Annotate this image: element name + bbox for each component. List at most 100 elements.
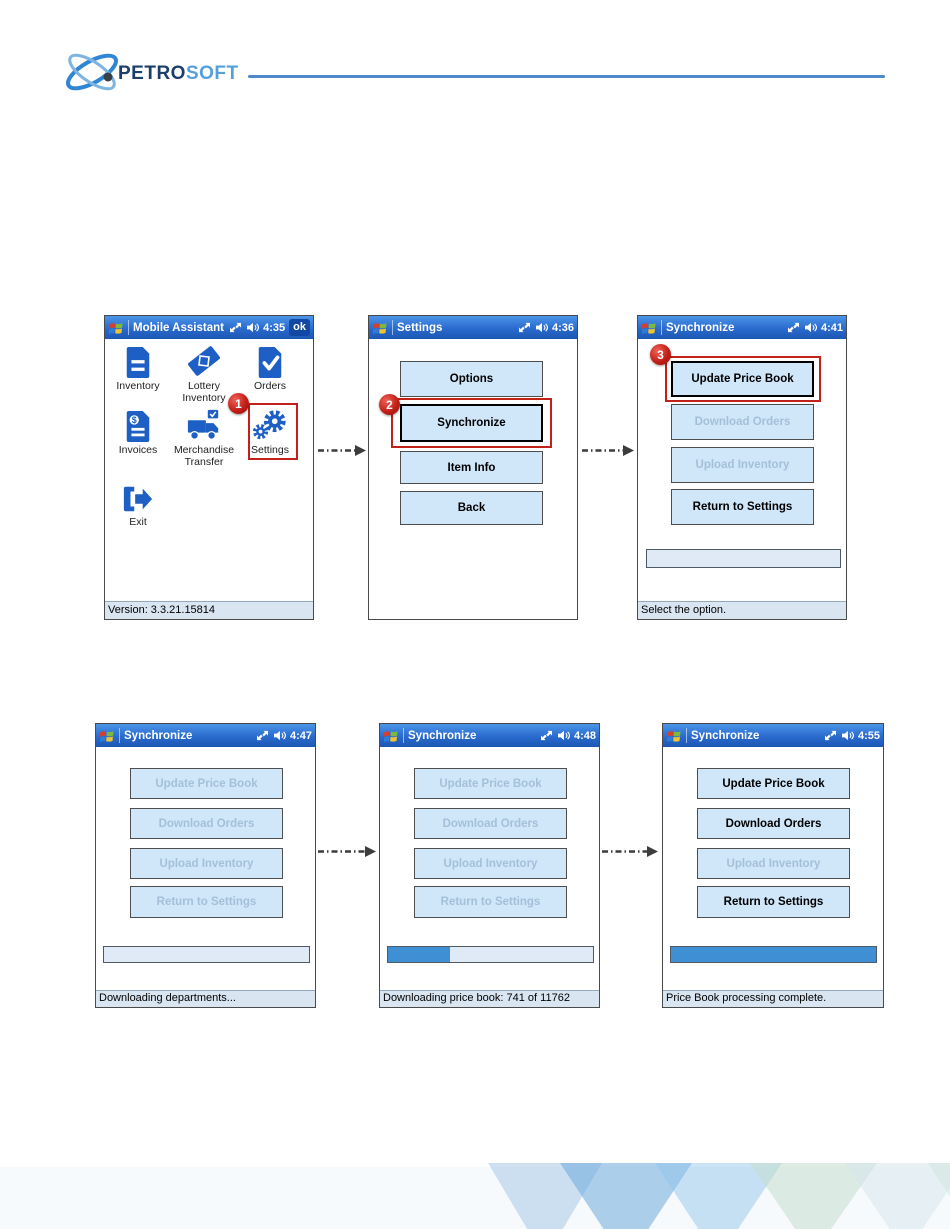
sync-statusbar: Select the option. (638, 601, 846, 619)
sync-statusbar: Downloading price book: 741 of 11762 (380, 990, 599, 1007)
annotation-step-badge: 1 (228, 393, 249, 414)
speaker-icon[interactable] (557, 730, 570, 741)
download-orders-button: Download Orders (130, 808, 283, 839)
return-to-settings-button: Return to Settings (130, 886, 283, 918)
app-label: Lottery Inventory (182, 380, 226, 404)
download-orders-button: Download Orders (414, 808, 567, 839)
return-to-settings-button: Return to Settings (414, 886, 567, 918)
upload-inventory-button: Upload Inventory (130, 848, 283, 879)
sync-progress-bar (646, 549, 841, 568)
screen-title: Synchronize (124, 729, 193, 742)
brand-soft: SOFT (185, 63, 239, 84)
brand-petro: PETRO (118, 63, 186, 84)
titlebar: Synchronize 4:55 (663, 724, 883, 747)
version-statusbar: Version: 3.3.21.15814 (105, 601, 313, 619)
windows-start-icon[interactable] (372, 321, 388, 335)
return-to-settings-button[interactable]: Return to Settings (697, 886, 850, 918)
upload-inventory-button: Upload Inventory (697, 848, 850, 879)
titlebar-separator (392, 320, 393, 335)
app-item-orders[interactable]: Orders (237, 342, 303, 392)
device-screen-settings: Settings 4:36 Options Synchronize Item I… (368, 315, 578, 620)
app-item-exit[interactable]: Exit (105, 478, 171, 528)
petrosoft-swirl-icon (62, 44, 124, 105)
windows-start-icon[interactable] (108, 321, 124, 335)
svg-text:$: $ (132, 415, 137, 425)
sync-progress-bar (670, 946, 877, 963)
app-item-inventory[interactable]: Inventory (105, 342, 171, 392)
app-label: Exit (129, 516, 147, 528)
connectivity-icon[interactable] (787, 322, 800, 333)
connectivity-icon[interactable] (256, 730, 269, 741)
petrosoft-logo: PETROSOFT (62, 46, 239, 102)
app-item-settings[interactable]: Settings (237, 406, 303, 456)
app-item-merchandise-transfer[interactable]: Merchandise Transfer (171, 406, 237, 468)
sync-statusbar: Price Book processing complete. (663, 990, 883, 1007)
speaker-icon[interactable] (535, 322, 548, 333)
synchronize-button[interactable]: Synchronize (400, 404, 543, 442)
update-price-book-button: Update Price Book (130, 768, 283, 799)
titlebar-separator (119, 728, 120, 743)
titlebar: Settings 4:36 (369, 316, 577, 339)
titlebar-separator (661, 320, 662, 335)
app-item-invoices[interactable]: $ Invoices (105, 406, 171, 456)
connectivity-icon[interactable] (824, 730, 837, 741)
annotation-step-badge: 3 (650, 344, 671, 365)
annotation-box-settings (248, 403, 298, 460)
titlebar-separator (686, 728, 687, 743)
annotation-box-synchronize (391, 398, 552, 448)
windows-start-icon[interactable] (99, 729, 115, 743)
document-check-icon (237, 342, 303, 378)
clock-time: 4:48 (573, 729, 596, 742)
download-orders-button[interactable]: Download Orders (697, 808, 850, 839)
upload-inventory-button: Upload Inventory (414, 848, 567, 879)
clock-time: 4:55 (857, 729, 880, 742)
titlebar: Synchronize 4:41 (638, 316, 846, 339)
device-screen-sync-downloading-price-book: Synchronize 4:48 Update Price Book Downl… (379, 723, 600, 1008)
progress-fill (388, 947, 450, 962)
windows-start-icon[interactable] (666, 729, 682, 743)
truck-check-icon (171, 406, 237, 442)
screen-title: Synchronize (408, 729, 477, 742)
speaker-icon[interactable] (246, 322, 260, 333)
flow-arrow (602, 846, 658, 857)
app-item-lottery-inventory[interactable]: Lottery Inventory (171, 342, 237, 404)
app-label: Orders (253, 380, 287, 392)
windows-start-icon[interactable] (641, 321, 657, 335)
device-screen-sync-downloading-departments: Synchronize 4:47 Update Price Book Downl… (95, 723, 316, 1008)
screen-title: Mobile Assistant (133, 321, 224, 334)
back-button[interactable]: Back (400, 491, 543, 525)
flow-arrow (318, 445, 366, 456)
speaker-icon[interactable] (841, 730, 854, 741)
sync-statusbar: Downloading departments... (96, 990, 315, 1007)
sync-progress-bar (387, 946, 594, 963)
document-dollar-icon: $ (105, 406, 171, 442)
app-label: Invoices (118, 444, 158, 456)
speaker-icon[interactable] (804, 322, 817, 333)
update-price-book-button[interactable]: Update Price Book (697, 768, 850, 799)
connectivity-icon[interactable] (540, 730, 553, 741)
connectivity-icon[interactable] (229, 322, 242, 333)
clock-time: 4:41 (820, 321, 843, 334)
flow-arrow (582, 445, 634, 456)
app-label: Merchandise Transfer (173, 444, 235, 468)
footer-decoration-triangles (0, 1163, 950, 1229)
ok-button[interactable]: ok (289, 319, 310, 336)
return-to-settings-button[interactable]: Return to Settings (671, 489, 814, 525)
speaker-icon[interactable] (273, 730, 286, 741)
titlebar: Synchronize 4:48 (380, 724, 599, 747)
titlebar-separator (128, 320, 129, 335)
upload-inventory-button: Upload Inventory (671, 447, 814, 483)
device-screen-mobile-assistant: Mobile Assistant 4:35 ok Inventory Lotte… (104, 315, 314, 620)
update-price-book-button: Update Price Book (414, 768, 567, 799)
annotation-step-badge: 2 (379, 394, 400, 415)
screen-title: Synchronize (691, 729, 760, 742)
connectivity-icon[interactable] (518, 322, 531, 333)
item-info-button[interactable]: Item Info (400, 451, 543, 484)
update-price-book-button[interactable]: Update Price Book (671, 361, 814, 397)
windows-start-icon[interactable] (383, 729, 399, 743)
options-button[interactable]: Options (400, 361, 543, 397)
titlebar-separator (403, 728, 404, 743)
clock-time: 4:36 (551, 321, 574, 334)
device-screen-sync-complete: Synchronize 4:55 Update Price Book Downl… (662, 723, 884, 1008)
document-icon (105, 342, 171, 378)
